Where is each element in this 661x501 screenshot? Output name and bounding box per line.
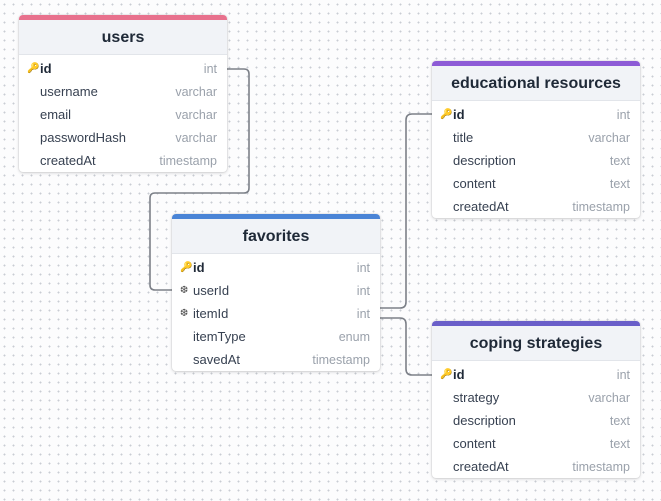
users-field-email[interactable]: email varchar bbox=[19, 103, 227, 126]
field-name: savedAt bbox=[193, 352, 240, 367]
key-icon: 🔑 bbox=[27, 63, 40, 74]
favorites-itemid-to-coping-strategies-id-connector bbox=[380, 317, 432, 376]
field-type: text bbox=[609, 153, 630, 168]
field-name: id bbox=[453, 367, 465, 382]
field-type: timestamp bbox=[572, 459, 630, 474]
field-type: varchar bbox=[175, 107, 217, 122]
key-icon: 🔑 bbox=[440, 109, 453, 120]
favorites-field-itemtype[interactable]: itemType enum bbox=[172, 325, 380, 348]
field-name: passwordHash bbox=[40, 130, 126, 145]
users-field-id[interactable]: 🔑 id int bbox=[19, 57, 227, 80]
field-name: username bbox=[40, 84, 98, 99]
field-type: int bbox=[616, 367, 630, 382]
favorites-itemid-to-educational-resources-id-connector bbox=[380, 113, 432, 309]
field-type: varchar bbox=[588, 390, 630, 405]
users-table[interactable]: users 🔑 id int username varchar email va… bbox=[19, 15, 227, 172]
field-name: userId bbox=[193, 283, 230, 298]
field-name: description bbox=[453, 413, 516, 428]
field-type: int bbox=[203, 61, 217, 76]
field-type: timestamp bbox=[572, 199, 630, 214]
field-type: text bbox=[609, 413, 630, 428]
educational-resources-field-id[interactable]: 🔑 id int bbox=[432, 103, 640, 126]
key-icon: 🔑 bbox=[440, 369, 453, 380]
foreign-key-icon: ❆ bbox=[180, 285, 189, 296]
coping-strategies-field-strategy[interactable]: strategy varchar bbox=[432, 386, 640, 409]
field-type: int bbox=[616, 107, 630, 122]
key-icon: 🔑 bbox=[180, 262, 193, 273]
field-name: id bbox=[193, 260, 205, 275]
field-type: text bbox=[609, 176, 630, 191]
field-name: createdAt bbox=[453, 199, 509, 214]
field-name: strategy bbox=[453, 390, 500, 405]
favorites-table[interactable]: favorites 🔑 id int ❆ userId int ❆ itemId… bbox=[172, 214, 380, 371]
users-field-createdat[interactable]: createdAt timestamp bbox=[19, 149, 227, 172]
field-name: id bbox=[453, 107, 465, 122]
field-name: itemType bbox=[193, 329, 246, 344]
field-type: int bbox=[356, 306, 370, 321]
educational-resources-table-title[interactable]: educational resources bbox=[432, 61, 640, 101]
coping-strategies-field-content[interactable]: content text bbox=[432, 432, 640, 455]
field-name: content bbox=[453, 176, 496, 191]
users-field-username[interactable]: username varchar bbox=[19, 80, 227, 103]
field-name: itemId bbox=[193, 306, 229, 321]
educational-resources-table[interactable]: educational resources 🔑 id int title var… bbox=[432, 61, 640, 218]
field-name: description bbox=[453, 153, 516, 168]
field-name: content bbox=[453, 436, 496, 451]
users-field-passwordhash[interactable]: passwordHash varchar bbox=[19, 126, 227, 149]
field-name: createdAt bbox=[40, 153, 96, 168]
coping-strategies-table[interactable]: coping strategies 🔑 id int strategy varc… bbox=[432, 321, 640, 478]
educational-resources-field-createdat[interactable]: createdAt timestamp bbox=[432, 195, 640, 218]
field-type: varchar bbox=[175, 130, 217, 145]
educational-resources-field-content[interactable]: content text bbox=[432, 172, 640, 195]
field-name: title bbox=[453, 130, 474, 145]
field-type: varchar bbox=[588, 130, 630, 145]
educational-resources-field-title[interactable]: title varchar bbox=[432, 126, 640, 149]
field-name: email bbox=[40, 107, 72, 122]
field-type: timestamp bbox=[159, 153, 217, 168]
users-table-title[interactable]: users bbox=[19, 15, 227, 55]
coping-strategies-field-description[interactable]: description text bbox=[432, 409, 640, 432]
field-name: createdAt bbox=[453, 459, 509, 474]
coping-strategies-field-createdat[interactable]: createdAt timestamp bbox=[432, 455, 640, 478]
field-type: int bbox=[356, 283, 370, 298]
field-type: timestamp bbox=[312, 352, 370, 367]
field-type: text bbox=[609, 436, 630, 451]
favorites-field-id[interactable]: 🔑 id int bbox=[172, 256, 380, 279]
field-type: varchar bbox=[175, 84, 217, 99]
coping-strategies-table-title[interactable]: coping strategies bbox=[432, 321, 640, 361]
favorites-field-itemid[interactable]: ❆ itemId int bbox=[172, 302, 380, 325]
favorites-table-title[interactable]: favorites bbox=[172, 214, 380, 254]
field-type: int bbox=[356, 260, 370, 275]
foreign-key-icon: ❆ bbox=[180, 308, 189, 319]
field-name: id bbox=[40, 61, 52, 76]
field-type: enum bbox=[338, 329, 370, 344]
favorites-field-userid[interactable]: ❆ userId int bbox=[172, 279, 380, 302]
favorites-field-savedat[interactable]: savedAt timestamp bbox=[172, 348, 380, 371]
educational-resources-field-description[interactable]: description text bbox=[432, 149, 640, 172]
coping-strategies-field-id[interactable]: 🔑 id int bbox=[432, 363, 640, 386]
